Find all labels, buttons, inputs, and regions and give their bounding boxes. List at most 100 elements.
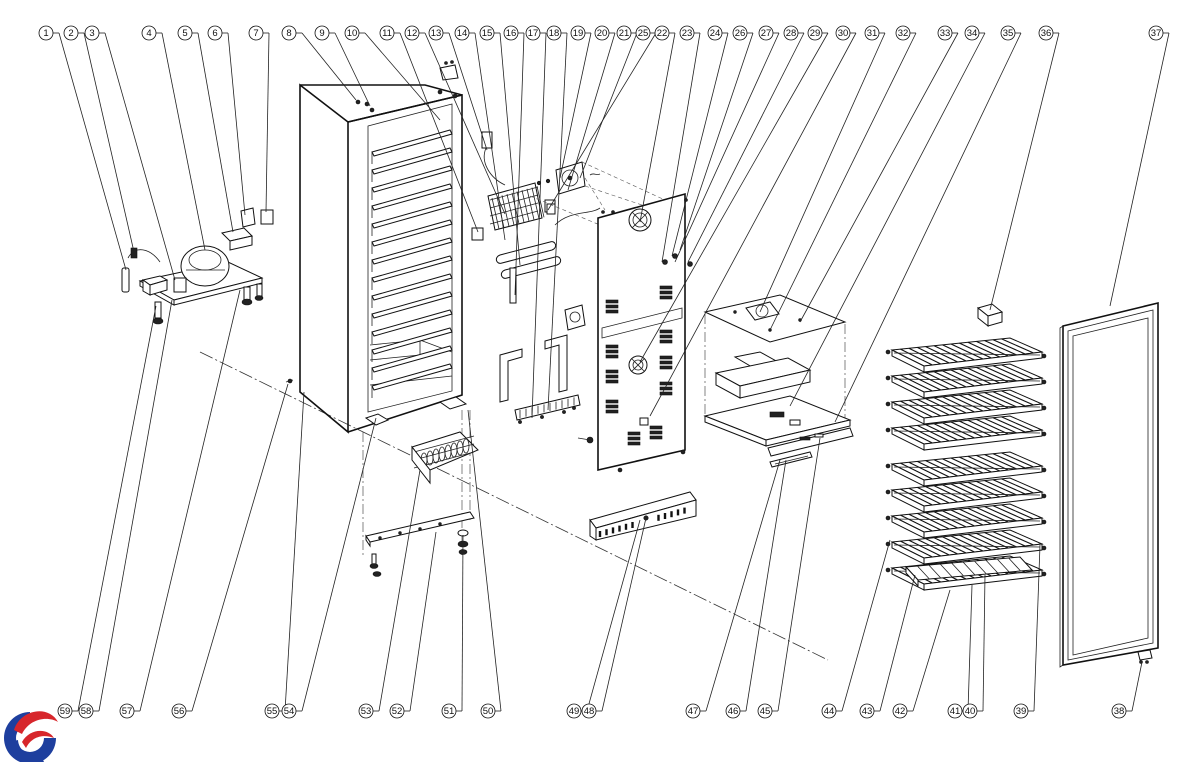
callout-31: 31 <box>864 25 880 41</box>
callout-circle <box>141 25 157 41</box>
leader-line <box>265 32 270 213</box>
callout-25: 25 <box>635 25 651 41</box>
back-panel-vents <box>605 285 673 446</box>
leader-line <box>547 32 568 411</box>
callout-label: 53 <box>361 706 372 717</box>
leader-line <box>759 32 886 313</box>
leader-line <box>98 299 173 712</box>
leader-line <box>989 32 1060 311</box>
callout-circle <box>570 25 586 41</box>
wire-shelf <box>885 363 1047 399</box>
callout-circle <box>1038 25 1054 41</box>
leader-line <box>364 32 441 121</box>
leader-line <box>982 574 986 712</box>
drain-tray <box>495 241 557 264</box>
callout-label: 4 <box>146 28 151 39</box>
leader-line <box>912 589 951 712</box>
control-strip <box>769 451 813 468</box>
wire-shelf <box>885 415 1047 451</box>
callout-circle <box>38 25 54 41</box>
callout-56: 56 <box>171 703 187 719</box>
callout-circle <box>821 703 837 719</box>
callout-label: 12 <box>407 28 418 39</box>
leader-line <box>777 437 821 712</box>
callout-35: 35 <box>1000 25 1016 41</box>
door-hinge-pin <box>1137 649 1153 661</box>
callout-label: 22 <box>657 28 668 39</box>
leader-line <box>1109 32 1170 307</box>
leader-line <box>301 417 377 712</box>
callout-label: 18 <box>549 28 560 39</box>
callout-label: 31 <box>867 28 878 39</box>
callout-17: 17 <box>525 25 541 41</box>
callout-42: 42 <box>892 703 908 719</box>
callout-23: 23 <box>679 25 695 41</box>
callout-8: 8 <box>281 25 297 41</box>
leader-line <box>77 305 157 712</box>
wire-shelf <box>885 529 1047 565</box>
callout-label: 30 <box>838 28 849 39</box>
callout-circle <box>581 703 597 719</box>
callout-circle <box>78 703 94 719</box>
leader-line <box>83 32 135 253</box>
callout-label: 1 <box>43 28 48 39</box>
callout-20: 20 <box>594 25 610 41</box>
callout-9: 9 <box>314 25 330 41</box>
callout-circle <box>654 25 670 41</box>
callout-47: 47 <box>685 703 701 719</box>
callout-label: 43 <box>862 706 873 717</box>
bottom-hinge <box>364 413 390 426</box>
callout-label: 47 <box>688 706 699 717</box>
callout-label: 7 <box>253 28 258 39</box>
callout-label: 21 <box>619 28 630 39</box>
callout-label: 2 <box>68 28 73 39</box>
leader-line <box>579 32 638 179</box>
callout-12: 12 <box>404 25 420 41</box>
callout-37: 37 <box>1148 25 1164 41</box>
shelf-rail <box>371 255 453 283</box>
leader-line <box>687 32 805 263</box>
callout-label: 19 <box>573 28 584 39</box>
leader-line <box>399 32 479 233</box>
callout-4: 4 <box>141 25 157 41</box>
evaporator-back-panel <box>577 192 693 473</box>
callout-circle <box>757 703 773 719</box>
callout-circle <box>616 25 632 41</box>
callout-circle <box>503 25 519 41</box>
shelf-rail <box>371 363 453 391</box>
callout-circle <box>479 25 495 41</box>
callout-circle <box>1000 25 1016 41</box>
callout-circle <box>1013 703 1029 719</box>
callout-label: 48 <box>584 706 595 717</box>
vent-slot-block <box>605 344 619 359</box>
shelf-rail <box>371 219 453 247</box>
leader-line <box>799 32 959 323</box>
front-vent-grille <box>589 491 697 541</box>
shelf-rail <box>371 237 453 265</box>
callout-55: 55 <box>264 703 280 719</box>
leader-line <box>769 32 917 331</box>
shelf-rail <box>371 183 453 211</box>
compressor-body <box>180 245 230 287</box>
callout-24: 24 <box>707 25 723 41</box>
shelf-rail <box>371 129 453 157</box>
callout-circle <box>119 703 135 719</box>
callout-circle <box>358 703 374 719</box>
bottom-support-bar <box>365 511 475 577</box>
leader-line <box>834 32 1022 423</box>
shelf-rail <box>371 165 453 193</box>
leader-line <box>161 32 206 251</box>
callout-circle <box>892 703 908 719</box>
leader-line <box>227 32 246 216</box>
callout-2: 2 <box>63 25 79 41</box>
vent-slot-block <box>627 431 641 446</box>
callout-label: 10 <box>347 28 358 39</box>
defrost-timer <box>481 131 493 149</box>
leader-line <box>334 32 371 107</box>
dashed-assembly-lines <box>529 161 666 226</box>
callout-circle <box>725 703 741 719</box>
vent-slot-block <box>659 285 673 300</box>
callout-circle <box>177 25 193 41</box>
